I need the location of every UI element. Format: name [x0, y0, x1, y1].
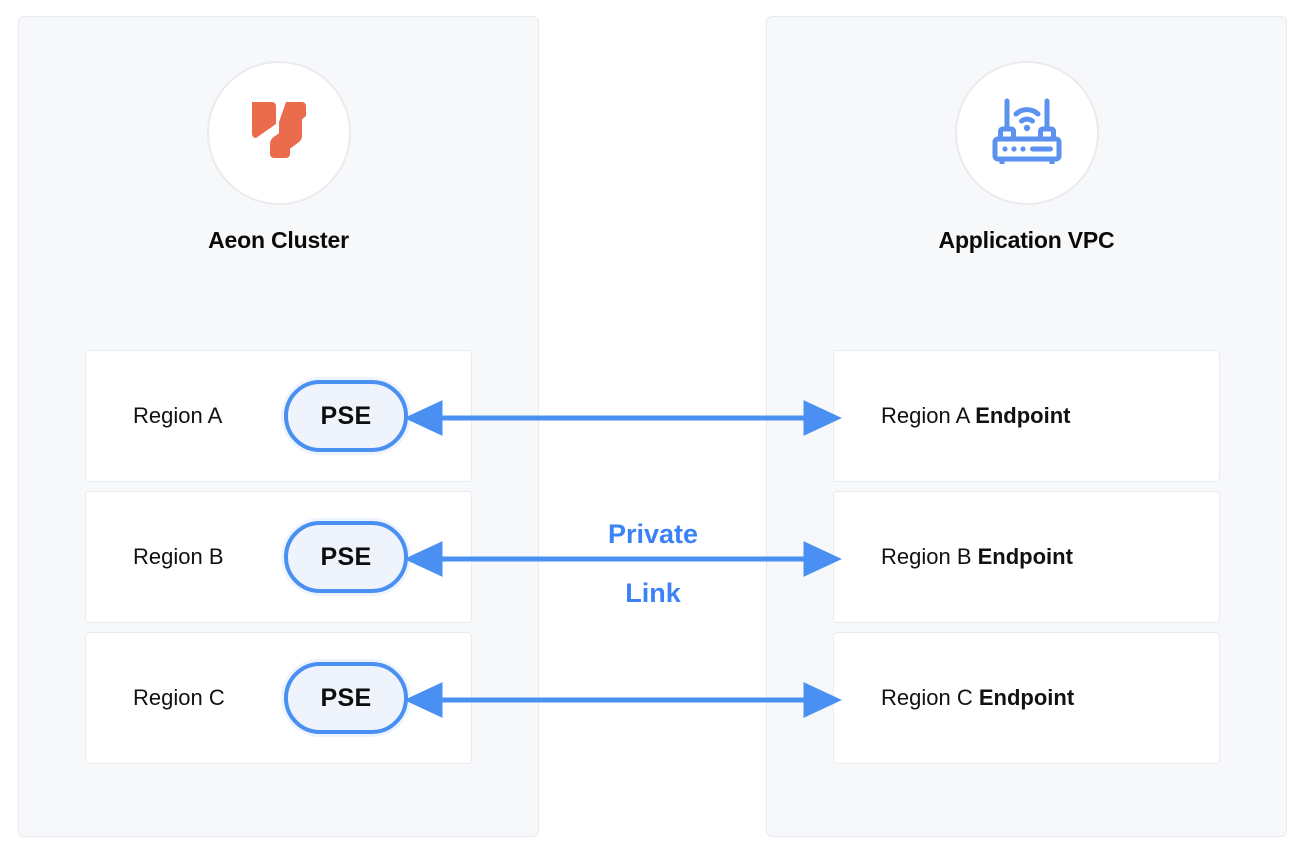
pse-node-a-label: PSE — [320, 401, 372, 430]
endpoint-emphasis-a: Endpoint — [975, 403, 1071, 428]
application-vpc-title: Application VPC — [938, 227, 1115, 253]
aeon-logo-circle — [206, 61, 351, 205]
region-label-c: Region C — [133, 685, 225, 710]
aeon-cluster-title: Aeon Cluster — [208, 227, 349, 253]
region-label-b: Region B — [133, 544, 224, 569]
router-logo-circle — [954, 61, 1099, 205]
region-row-b-content: Region B — [86, 544, 471, 570]
private-link-label-line2: Link — [625, 578, 681, 608]
region-row-c[interactable]: Region C PSE — [85, 632, 472, 764]
region-row-a[interactable]: Region A PSE — [85, 350, 472, 482]
private-link-label: Private Link — [543, 505, 763, 623]
endpoint-row-a[interactable]: Region A Endpoint — [833, 350, 1220, 482]
endpoint-prefix-b: Region B — [881, 544, 978, 569]
pse-node-c[interactable]: PSE — [284, 662, 408, 734]
pse-node-b-label: PSE — [320, 542, 372, 571]
application-vpc-panel: Application VPC Region A Endpoint Region… — [766, 16, 1287, 837]
region-row-b[interactable]: Region B PSE — [85, 491, 472, 623]
endpoint-row-b[interactable]: Region B Endpoint — [833, 491, 1220, 623]
aeon-cluster-panel: Aeon Cluster Region A PSE Region B PSE — [18, 16, 539, 837]
region-row-c-content: Region C — [86, 685, 471, 711]
application-vpc-header: Application VPC — [767, 61, 1286, 254]
vpc-endpoint-list: Region A Endpoint Region B Endpoint Regi… — [767, 350, 1286, 764]
aeon-region-list: Region A PSE Region B PSE Region C — [19, 350, 538, 764]
endpoint-row-a-content: Region A Endpoint — [834, 403, 1219, 429]
endpoint-row-b-content: Region B Endpoint — [834, 544, 1219, 570]
endpoint-emphasis-b: Endpoint — [977, 544, 1073, 569]
aeon-cluster-header: Aeon Cluster — [19, 61, 538, 254]
pse-node-c-label: PSE — [320, 683, 372, 712]
region-row-a-content: Region A — [86, 403, 471, 429]
endpoint-prefix-a: Region A — [881, 403, 976, 428]
region-label-a: Region A — [133, 403, 223, 428]
pse-node-a[interactable]: PSE — [284, 380, 408, 452]
aeon-logo-icon — [248, 98, 310, 169]
endpoint-prefix-c: Region C — [881, 685, 979, 710]
router-icon — [990, 95, 1064, 172]
endpoint-row-c-content: Region C Endpoint — [834, 685, 1219, 711]
endpoint-row-c[interactable]: Region C Endpoint — [833, 632, 1220, 764]
private-link-label-line1: Private — [607, 519, 699, 549]
pse-node-b[interactable]: PSE — [284, 521, 408, 593]
endpoint-emphasis-c: Endpoint — [978, 685, 1075, 710]
